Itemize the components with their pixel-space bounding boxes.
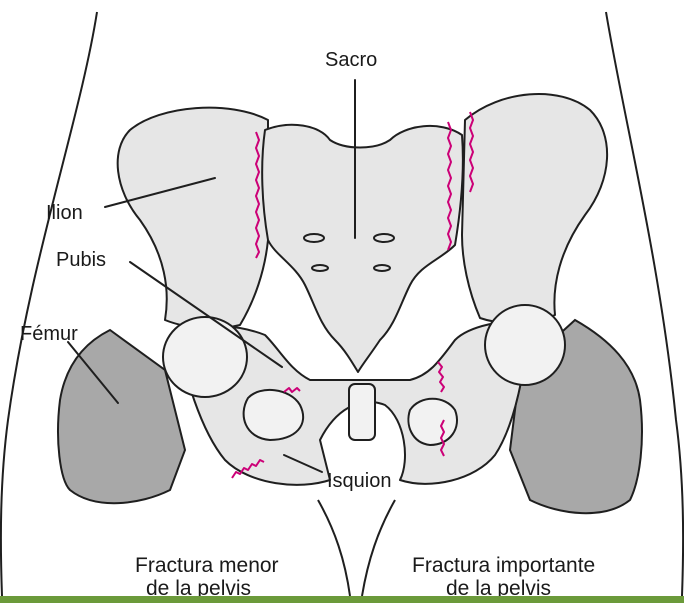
label-isquion: Isquion <box>327 470 392 492</box>
sacrum <box>262 125 463 372</box>
caption-major-line1: Fractura importante <box>412 554 595 577</box>
bottom-bar <box>0 596 684 603</box>
obturator-foramen-left <box>244 390 304 440</box>
label-femur: Fémur <box>20 323 78 345</box>
thigh-inner-left <box>318 500 350 596</box>
ilium-left <box>118 108 268 329</box>
femoral-head-left <box>163 317 247 397</box>
label-ilion: Ilion <box>46 202 83 224</box>
obturator-foramen-right <box>408 399 457 445</box>
caption-minor-line1: Fractura menor <box>135 554 279 577</box>
femoral-head-right <box>485 305 565 385</box>
caption-minor-line2: de la pelvis <box>146 577 251 596</box>
thigh-inner-right <box>362 500 395 596</box>
label-sacro: Sacro <box>325 49 377 71</box>
ilium-right <box>462 94 607 323</box>
label-pubis: Pubis <box>56 249 106 271</box>
pubic-symphysis <box>349 384 375 440</box>
caption-major-line2: de la pelvis <box>446 577 551 596</box>
body-outline-left <box>1 12 97 596</box>
